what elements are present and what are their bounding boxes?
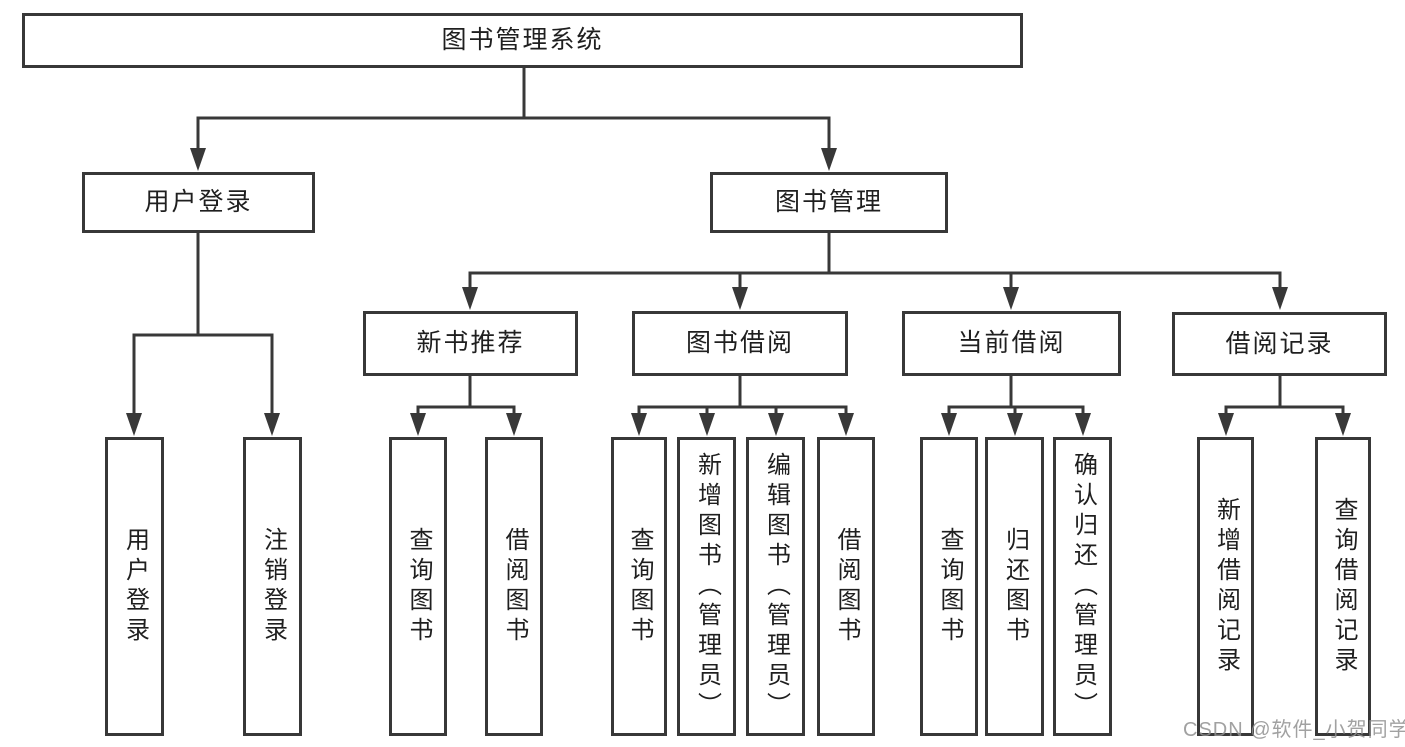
node-root-label: 图书管理系统 [441, 26, 604, 54]
arrow-icon [732, 287, 748, 310]
arrow-icon [190, 148, 206, 171]
node-root: 图书管理系统 [22, 13, 1023, 68]
leaf-borrow-book-1: 借阅图书 [485, 437, 543, 736]
leaf-user-login-label: 用户登录 [121, 526, 149, 647]
node-current-borrow: 当前借阅 [902, 311, 1121, 376]
node-book-borrow: 图书借阅 [632, 311, 848, 376]
connector-userlogin-branch [132, 333, 274, 418]
leaf-edit-book-label: 编辑图书（管理员） [762, 451, 790, 722]
arrow-icon [838, 413, 854, 436]
node-book-mgmt-label: 图书管理 [774, 188, 883, 216]
connector-root-branch [196, 116, 831, 152]
arrow-icon [1218, 413, 1234, 436]
arrow-icon [506, 413, 522, 436]
leaf-edit-book: 编辑图书（管理员） [746, 437, 805, 736]
arrow-icon [126, 413, 142, 436]
arrow-icon [1272, 287, 1288, 310]
arrow-icon [462, 287, 478, 310]
node-new-book-rec: 新书推荐 [363, 311, 578, 376]
leaf-query-book-2: 查询图书 [611, 437, 667, 736]
leaf-query-book-1: 查询图书 [389, 437, 447, 736]
leaf-logout: 注销登录 [243, 437, 302, 736]
leaf-query-borrow-record: 查询借阅记录 [1315, 437, 1371, 736]
arrowheads [126, 148, 1351, 436]
arrow-icon [1003, 287, 1019, 310]
node-new-book-rec-label: 新书推荐 [416, 329, 525, 357]
leaf-query-book-2-label: 查询图书 [626, 526, 653, 647]
leaf-confirm-return: 确认归还（管理员） [1053, 437, 1112, 736]
leaf-add-borrow-record-label: 新增借阅记录 [1212, 496, 1240, 677]
leaf-add-book: 新增图书（管理员） [677, 437, 736, 736]
leaf-return-book-label: 归还图书 [1001, 526, 1029, 647]
arrow-icon [768, 413, 784, 436]
leaf-borrow-book-1-label: 借阅图书 [501, 526, 528, 647]
connector-bookborrow-branch [637, 405, 848, 418]
leaf-borrow-book-2: 借阅图书 [817, 437, 875, 736]
arrow-icon [941, 413, 957, 436]
arrow-icon [699, 413, 715, 436]
leaf-confirm-return-label: 确认归还（管理员） [1069, 451, 1097, 722]
node-book-mgmt: 图书管理 [710, 172, 948, 233]
csdn-watermark: CSDN @软件_小贺同学 [1183, 719, 1405, 741]
arrow-icon [1075, 413, 1091, 436]
leaf-query-book-1-label: 查询图书 [405, 526, 432, 647]
leaf-user-login: 用户登录 [105, 437, 164, 736]
arrow-icon [1007, 413, 1023, 436]
connector-bookmgmt-branch [468, 271, 1282, 292]
arrow-icon [1335, 413, 1351, 436]
arrow-icon [821, 148, 837, 171]
leaf-query-book-3-label: 查询图书 [936, 526, 963, 647]
leaf-add-borrow-record: 新增借阅记录 [1197, 437, 1254, 736]
node-borrow-records-label: 借阅记录 [1225, 329, 1334, 358]
node-borrow-records: 借阅记录 [1172, 312, 1387, 376]
arrow-icon [264, 413, 280, 436]
leaf-query-book-3: 查询图书 [920, 437, 978, 736]
node-current-borrow-label: 当前借阅 [957, 329, 1066, 357]
leaf-return-book: 归还图书 [985, 437, 1044, 736]
connector-borrowrecords-branch [1224, 405, 1345, 418]
arrow-icon [631, 413, 647, 436]
leaf-logout-label: 注销登录 [259, 526, 287, 647]
connector-newbookrec-branch [416, 405, 516, 418]
node-user-login: 用户登录 [82, 172, 315, 233]
arrow-icon [410, 413, 426, 436]
node-user-login-label: 用户登录 [144, 188, 253, 216]
leaf-query-borrow-record-label: 查询借阅记录 [1330, 496, 1357, 677]
node-book-borrow-label: 图书借阅 [685, 329, 794, 357]
leaf-borrow-book-2-label: 借阅图书 [833, 526, 860, 647]
leaf-add-book-label: 新增图书（管理员） [693, 451, 721, 722]
